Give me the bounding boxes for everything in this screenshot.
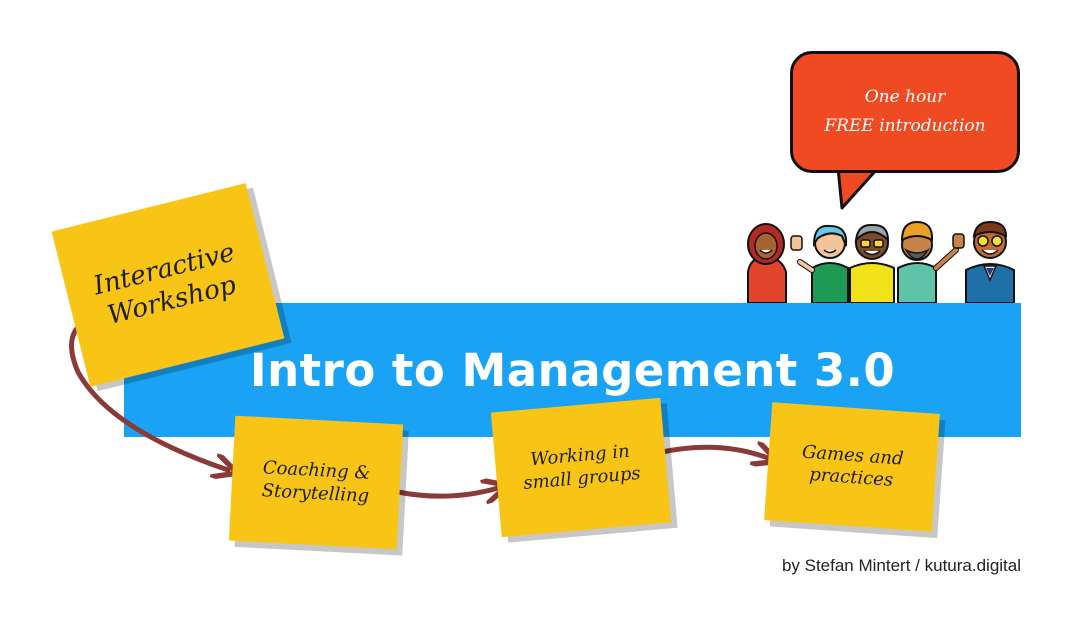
interactive-workshop-label: Interactive Workshop [90, 236, 240, 331]
person-grey-hair [849, 223, 895, 304]
author-credit: by Stefan Mintert / kutura.digital [781, 556, 1021, 575]
coaching-label: Coaching & Storytelling [261, 457, 371, 507]
sticky-note-games: Games and practices [764, 402, 940, 532]
speech-bubble-tail [836, 166, 880, 210]
person-blue-hair [790, 224, 849, 304]
person-hijab [747, 223, 787, 304]
speech-bubble-text: One hour FREE introduction [824, 87, 986, 136]
speech-bubble [790, 51, 1020, 173]
sticky-note-coaching: Coaching & Storytelling [228, 415, 404, 550]
working-label: Working in small groups [522, 440, 642, 494]
person-glasses [965, 220, 1015, 304]
person-turban [897, 220, 965, 304]
games-label: Games and practices [801, 441, 905, 491]
page-title: Intro to Management 3.0 [249, 343, 896, 397]
group-of-people-illustration [747, 220, 1015, 304]
sticky-note-working: Working in small groups [490, 397, 672, 538]
